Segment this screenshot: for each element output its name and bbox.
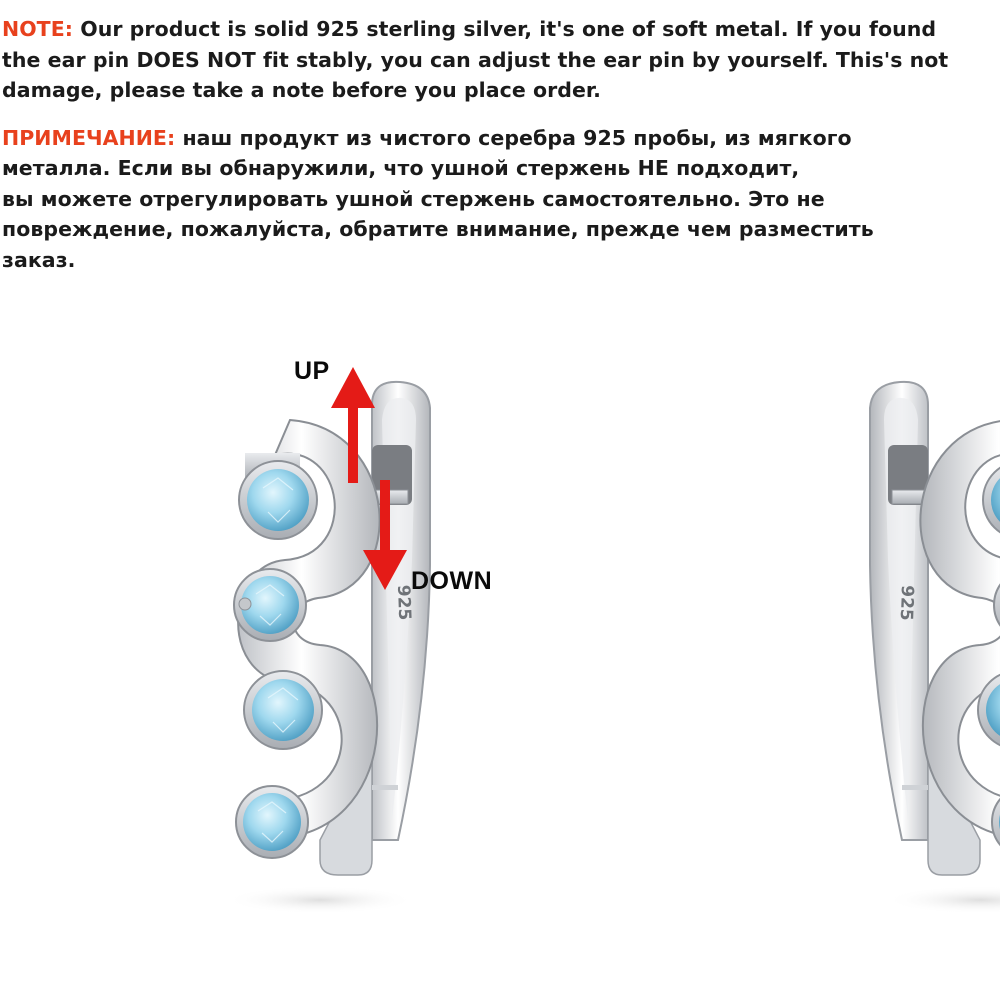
note-line-ru: заказ.	[2, 247, 76, 272]
note-line-ru: повреждение, пожалуйста, обратите вниман…	[2, 217, 874, 241]
stamp-925-right: 925	[896, 585, 917, 621]
stamp-925-left: 925	[393, 584, 414, 620]
notice-block: NOTE: Our product is solid 925 sterling …	[2, 14, 998, 275]
left-earring	[224, 380, 431, 915]
down-arrow-icon	[363, 480, 407, 590]
note-line-ru: наш продукт из чистого серебра 925 пробы…	[182, 125, 852, 150]
note-line-ru: металла. Если вы обнаружили, что ушной с…	[2, 156, 800, 180]
note-line-ru: вы можете отрегулировать ушной стержень …	[2, 186, 825, 211]
note-label-ru: ПРИМЕЧАНИЕ:	[2, 125, 176, 150]
up-arrow-icon	[331, 367, 375, 483]
note-line: Our product is solid 925 sterling silver…	[80, 17, 937, 41]
up-label: UP	[294, 357, 330, 385]
note-line: damage, please take a note before you pl…	[2, 78, 602, 102]
note-label: NOTE:	[2, 17, 74, 41]
note-line: the ear pin DOES NOT fit stably, you can…	[2, 47, 949, 72]
russian-note: ПРИМЕЧАНИЕ: наш продукт из чистого сереб…	[2, 123, 998, 276]
down-label: DOWN	[411, 567, 493, 595]
right-earring	[869, 380, 1000, 915]
english-note: NOTE: Our product is solid 925 sterling …	[2, 14, 998, 106]
